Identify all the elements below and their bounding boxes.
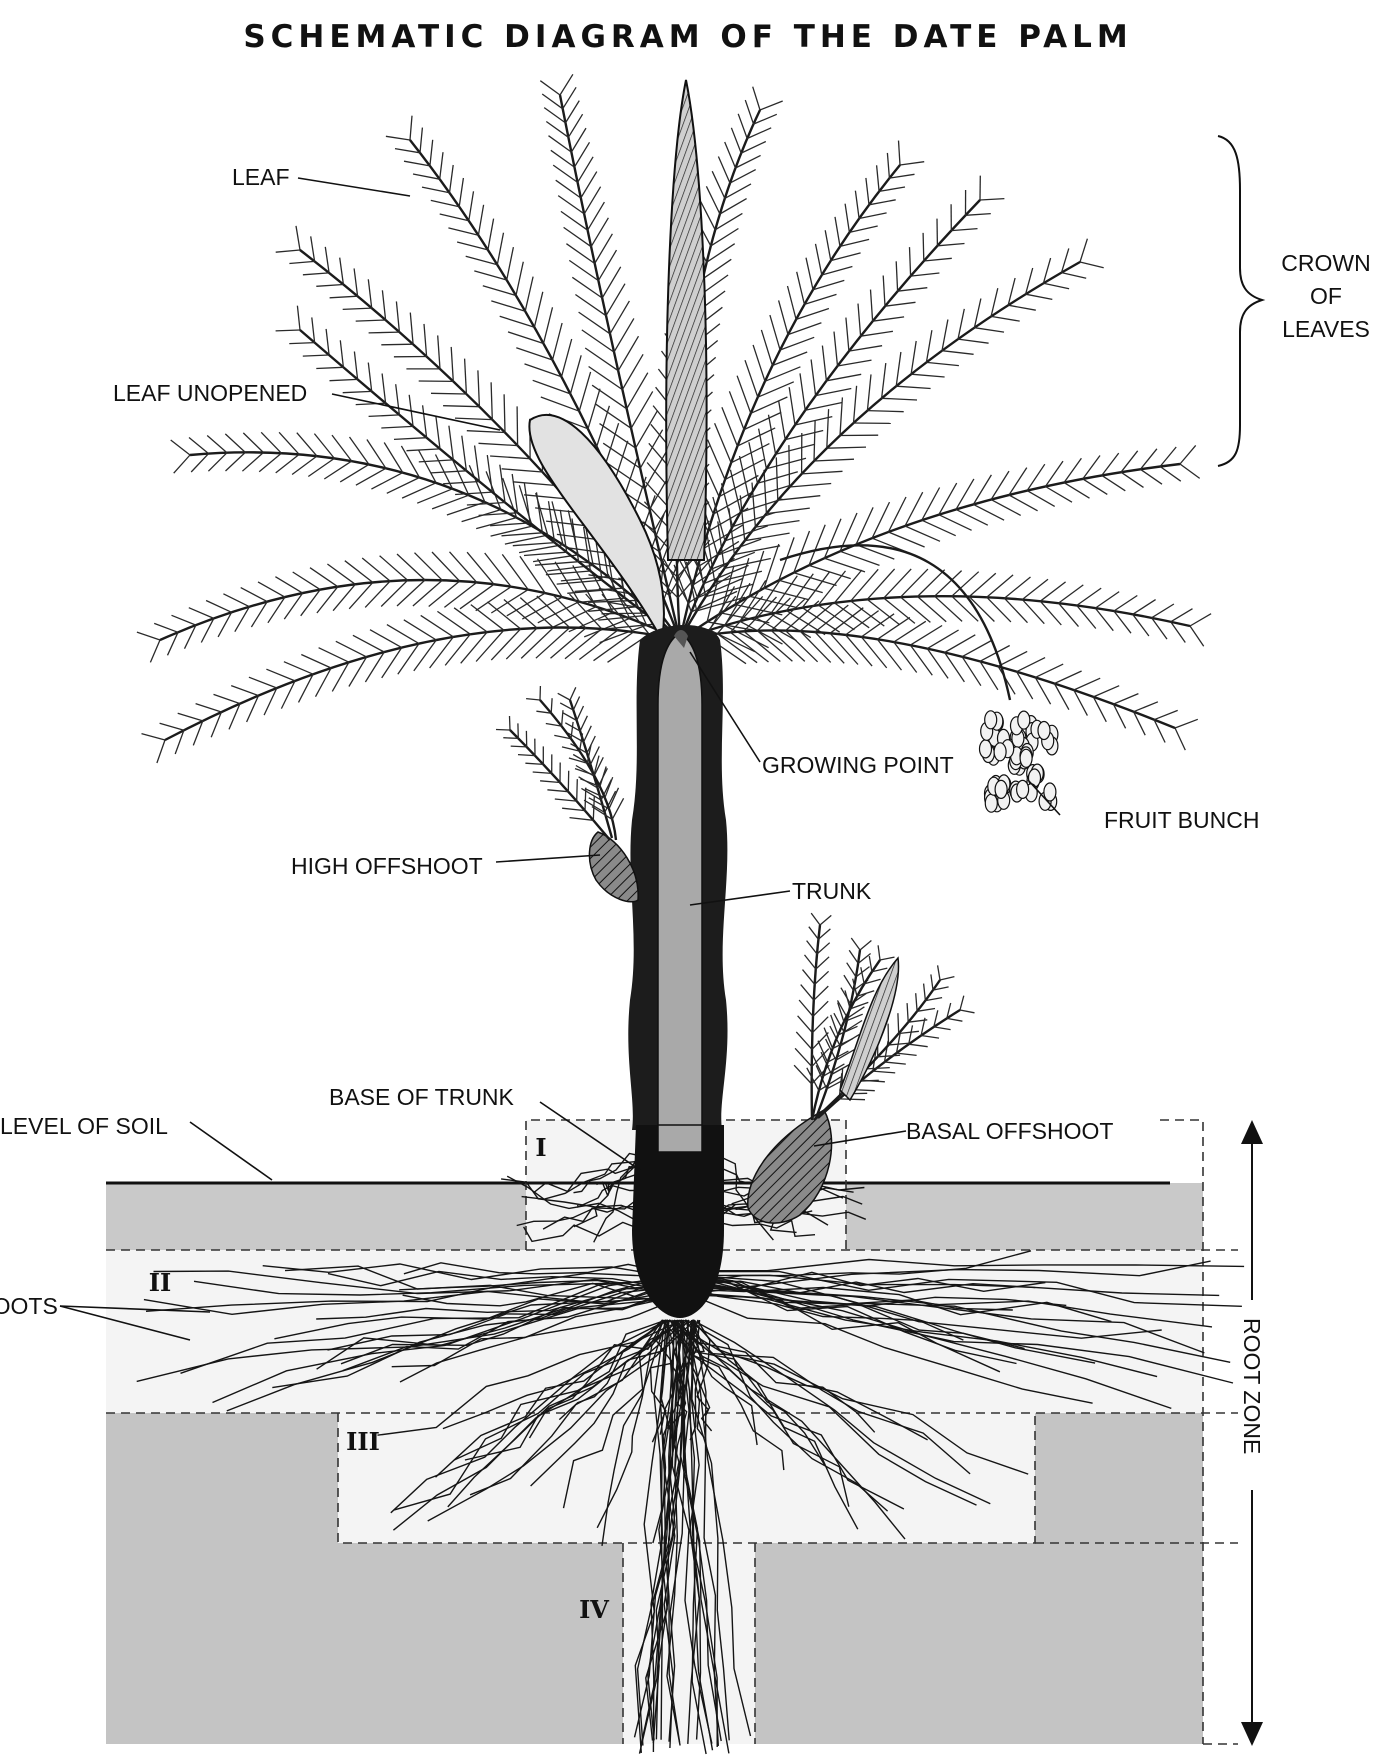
label-high-offshoot: HIGH OFFSHOOT — [291, 853, 483, 879]
roots-drawing — [136, 1152, 1245, 1755]
zone-label-two: II — [149, 1268, 171, 1297]
label-base-of-trunk: BASE OF TRUNK — [329, 1084, 515, 1110]
date-fruit — [1037, 720, 1051, 741]
label-crown-line1: CROWN — [1281, 250, 1370, 276]
trunk-drawing — [628, 625, 728, 1318]
frond-rachis — [817, 1008, 961, 1119]
root-zone-arrow — [1241, 1120, 1263, 1746]
label-crown-line3: LEAVES — [1282, 316, 1370, 342]
date-fruit — [1017, 710, 1031, 730]
trunk-core-bottom — [657, 1124, 703, 1153]
date-fruit — [993, 742, 1007, 762]
high-offshoot-drawing — [495, 685, 639, 903]
basal-offshoot-spear — [839, 956, 900, 1102]
label-leaf-unopened: LEAF UNOPENED — [113, 380, 307, 406]
date-fruit — [984, 710, 998, 730]
zone-label-one: I — [535, 1133, 546, 1162]
trunk-core — [657, 632, 703, 1153]
label-growing-point: GROWING POINT — [762, 752, 954, 778]
label-leaf: LEAF — [232, 164, 290, 190]
unopened-leaf-spear — [665, 79, 708, 561]
date-fruit — [1043, 782, 1057, 802]
frond-rachis — [679, 462, 1181, 641]
label-fruit-bunch: FRUIT BUNCH — [1104, 807, 1259, 833]
date-fruit — [978, 739, 993, 759]
zone-label-four: IV — [579, 1595, 609, 1624]
label-root-zone: ROOT ZONE — [1239, 1318, 1265, 1454]
label-roots: ROOTS — [0, 1293, 58, 1319]
frond-rachis — [164, 626, 681, 742]
leader-lines — [59, 177, 1061, 1341]
diagram-title: SCHEMATIC DIAGRAM OF THE DATE PALM — [243, 19, 1132, 55]
label-basal-offshoot: BASAL OFFSHOOT — [906, 1118, 1113, 1144]
frond-rachis — [509, 729, 611, 841]
date-fruit — [1015, 779, 1030, 800]
date-fruit — [994, 779, 1008, 800]
label-crown-line2: OF — [1310, 283, 1342, 309]
zone-label-three: III — [346, 1427, 380, 1456]
fruit-stalk — [779, 544, 1012, 701]
labels: LEAF LEAF UNOPENED CROWN OF LEAVES GROWI… — [0, 164, 1371, 1624]
basal-offshoot-drawing — [747, 912, 975, 1224]
label-trunk: TRUNK — [792, 878, 872, 904]
date-fruit — [984, 793, 998, 813]
fruit-bunch-drawing — [978, 710, 1059, 813]
growing-point-tip — [674, 630, 688, 648]
frond-rachis — [679, 629, 1176, 730]
trunk-base — [632, 1125, 724, 1318]
label-level-of-soil: LEVEL OF SOIL — [0, 1113, 168, 1139]
frond-rachis — [678, 260, 1081, 641]
frond-rachis — [678, 199, 981, 641]
date-fruit — [1019, 748, 1033, 768]
frond-rachis — [568, 699, 614, 839]
crown-brace — [1217, 135, 1266, 467]
